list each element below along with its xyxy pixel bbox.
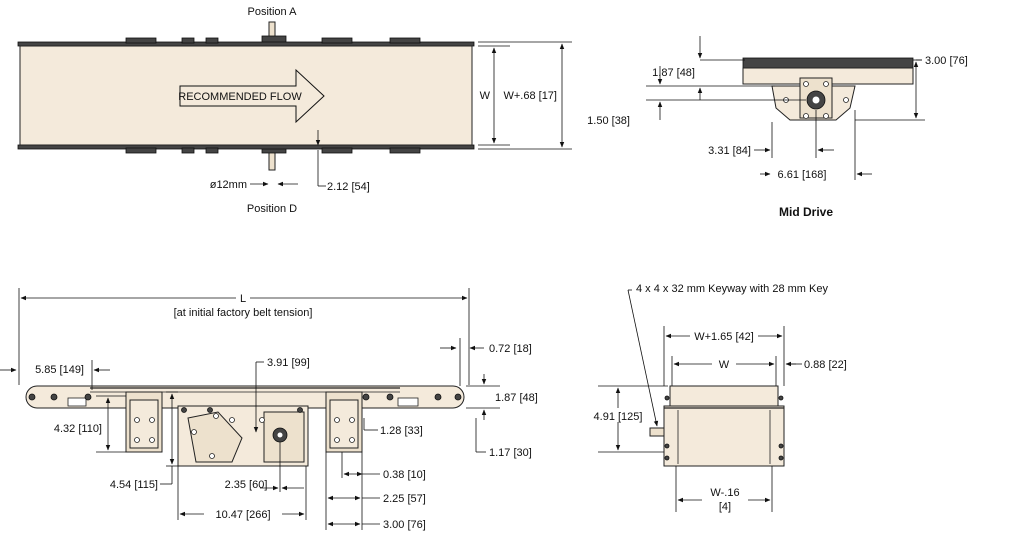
recommended-flow-label: RECOMMENDED FLOW — [178, 91, 302, 103]
flow-arrow-icon — [179, 68, 325, 124]
width-label: W — [480, 90, 491, 102]
end-view: 4 x 4 x 32 mm Keyway with 28 mm Key W+1.… — [588, 283, 847, 513]
end-width-plus-label: W+1.65 [42] — [694, 331, 754, 343]
dim-2-35: 2.35 [60] — [225, 479, 268, 491]
dim-1-87-side: 1.87 [48] — [495, 392, 538, 404]
dim-5-85: 5.85 [149] — [35, 364, 84, 376]
dim-10-47: 10.47 [266] — [215, 509, 270, 521]
mid-drive-dim-3-00: 3.00 [76] — [925, 55, 968, 67]
mid-drive-dim-1-50: 1.50 [38] — [587, 115, 630, 127]
end-housing — [663, 405, 785, 467]
keyway-label: 4 x 4 x 32 mm Keyway with 28 mm Key — [636, 283, 828, 295]
end-width-label: W — [719, 359, 730, 371]
keyed-shaft-icon — [649, 427, 665, 437]
dim-1-17: 1.17 [30] — [489, 447, 532, 459]
length-note: [at initial factory belt tension] — [174, 307, 313, 319]
mid-drive-dim-6-61: 6.61 [168] — [778, 169, 827, 181]
mid-drive-view: 1.87 [48] 1.50 [38] 3.00 [76] 3.31 [84] … — [587, 36, 968, 219]
mid-drive-title: Mid Drive — [779, 205, 833, 219]
dim-4-32: 4.32 [110] — [54, 423, 102, 435]
dim-3-00-side: 3.00 [76] — [383, 519, 426, 531]
drive-housing — [187, 411, 243, 463]
mid-drive-dim-1-87: 1.87 [48] — [652, 67, 695, 79]
dim-2-25: 2.25 [57] — [383, 493, 426, 505]
mid-drive-rail — [742, 57, 914, 69]
dim-0-72: 0.72 [18] — [489, 343, 532, 355]
dim-4-91: 4.91 [125] — [594, 411, 643, 423]
end-width-minus-label: W-.16 — [710, 487, 739, 499]
mid-drive-dim-3-31: 3.31 [84] — [708, 145, 751, 157]
shaft-offset-label: 2.12 [54] — [327, 181, 370, 193]
end-width-minus-mm-label: [4] — [719, 501, 731, 513]
dim-0-38: 0.38 [10] — [383, 469, 426, 481]
shaft-diameter-label: ø12mm — [210, 179, 247, 191]
position-d-label: Position D — [247, 203, 297, 215]
dim-3-91: 3.91 [99] — [267, 357, 310, 369]
position-a-label: Position A — [248, 6, 298, 18]
rail-brackets — [125, 37, 421, 154]
dim-4-54: 4.54 [115] — [110, 479, 158, 491]
dim-1-28: 1.28 [33] — [380, 425, 423, 437]
side-view: L [at initial factory belt tension] — [0, 288, 538, 531]
dim-0-88: 0.88 [22] — [804, 359, 847, 371]
length-label: L — [240, 293, 246, 305]
end-belt — [669, 385, 779, 407]
top-view: Position A RECOMMENDED FLOW — [17, 6, 572, 215]
overall-width-label: W+.68 [17] — [503, 90, 557, 102]
